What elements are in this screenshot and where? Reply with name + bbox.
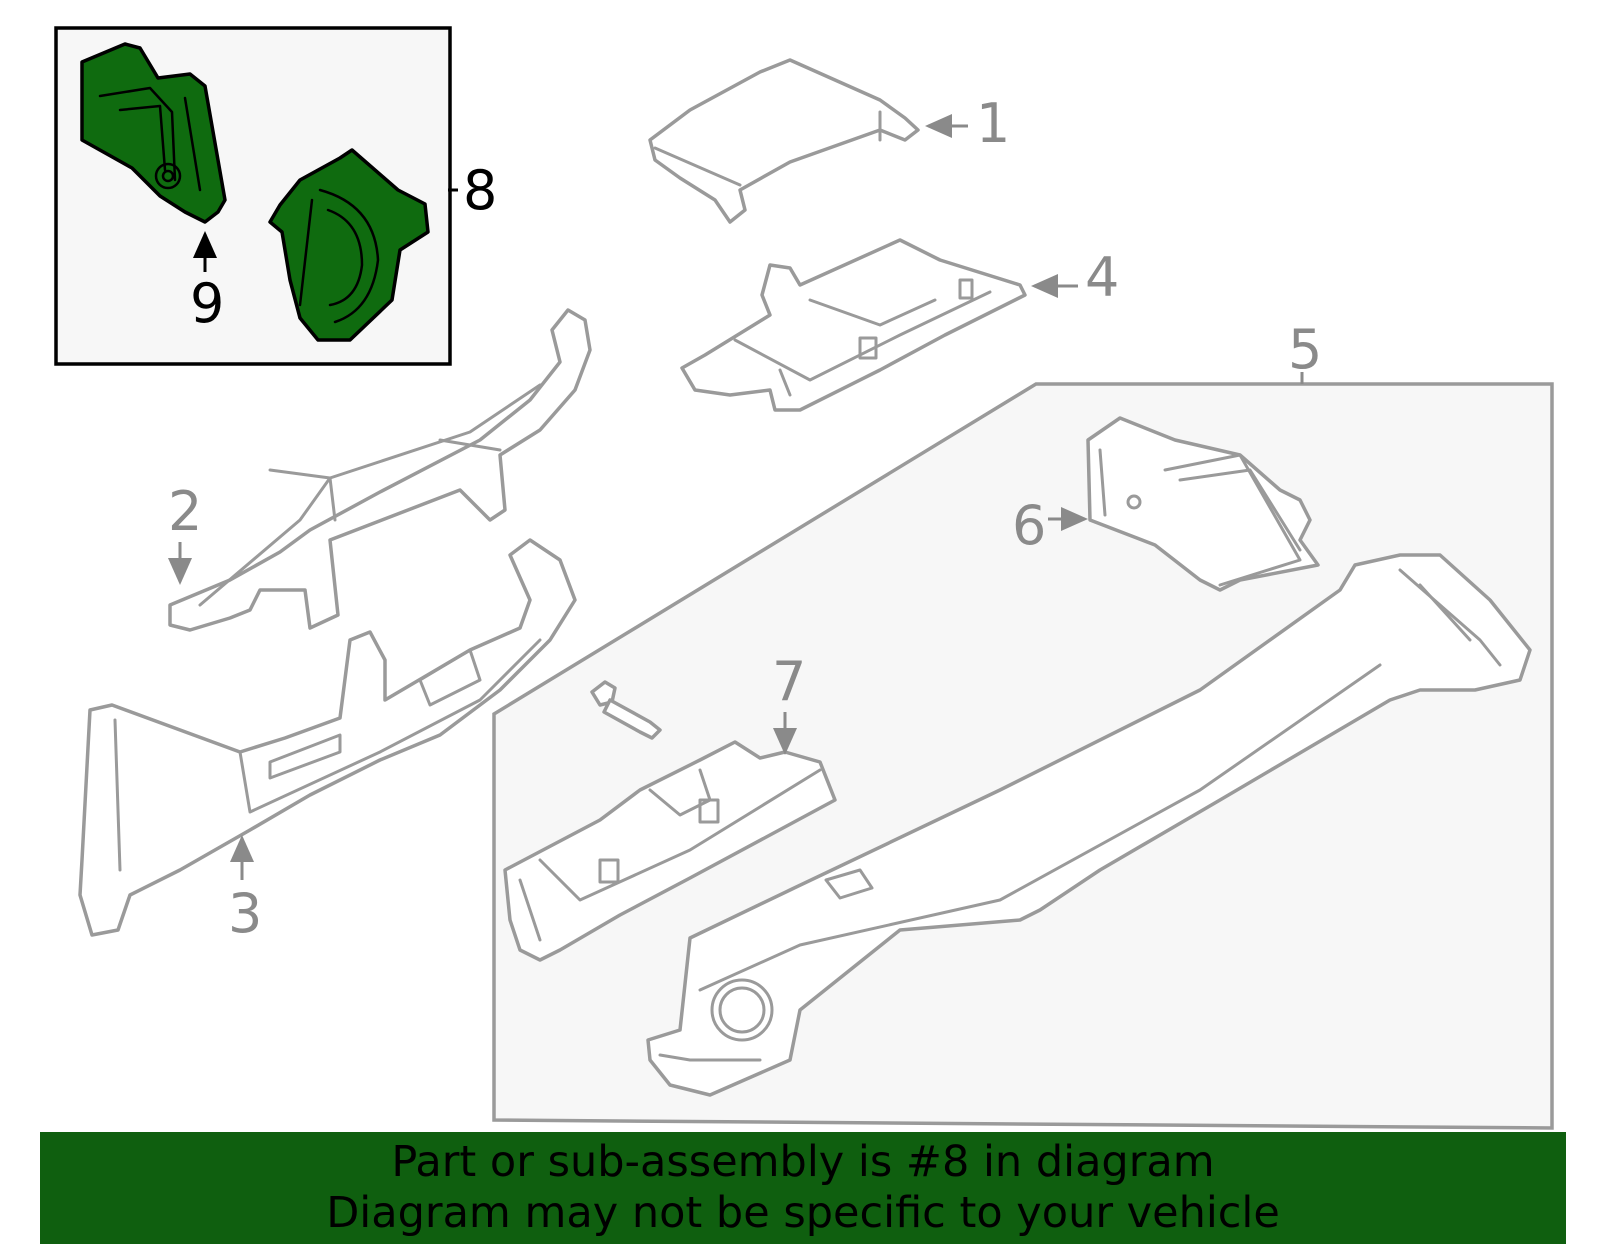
banner-line-2: Diagram may not be specific to your vehi… <box>326 1188 1280 1238</box>
part-6-center-vent[interactable] <box>1086 416 1320 592</box>
callout-2: 2 <box>168 480 202 543</box>
part-4-bracket[interactable] <box>680 238 1027 412</box>
part-2-support-rail[interactable] <box>168 308 592 632</box>
part-8-vent-assembly[interactable] <box>268 148 430 342</box>
callout-6: 6 <box>1012 494 1046 557</box>
part-1-lid[interactable] <box>648 58 920 224</box>
bolt[interactable] <box>590 680 662 740</box>
callout-8: 8 <box>463 159 497 222</box>
callout-3: 3 <box>228 882 262 945</box>
callout-7: 7 <box>772 650 806 713</box>
part-3-lower-panel[interactable] <box>78 538 577 937</box>
callout-9: 9 <box>190 272 224 335</box>
callout-1: 1 <box>976 92 1010 155</box>
part-5-trim-panel[interactable] <box>646 553 1532 1097</box>
callout-5: 5 <box>1288 318 1322 381</box>
callout-4: 4 <box>1085 246 1119 309</box>
part-7-bracket[interactable] <box>503 740 837 962</box>
part-9-vent-duct[interactable] <box>80 42 227 224</box>
info-banner: Part or sub-assembly is #8 in diagram Di… <box>40 1132 1566 1244</box>
banner-line-1: Part or sub-assembly is #8 in diagram <box>391 1137 1215 1187</box>
